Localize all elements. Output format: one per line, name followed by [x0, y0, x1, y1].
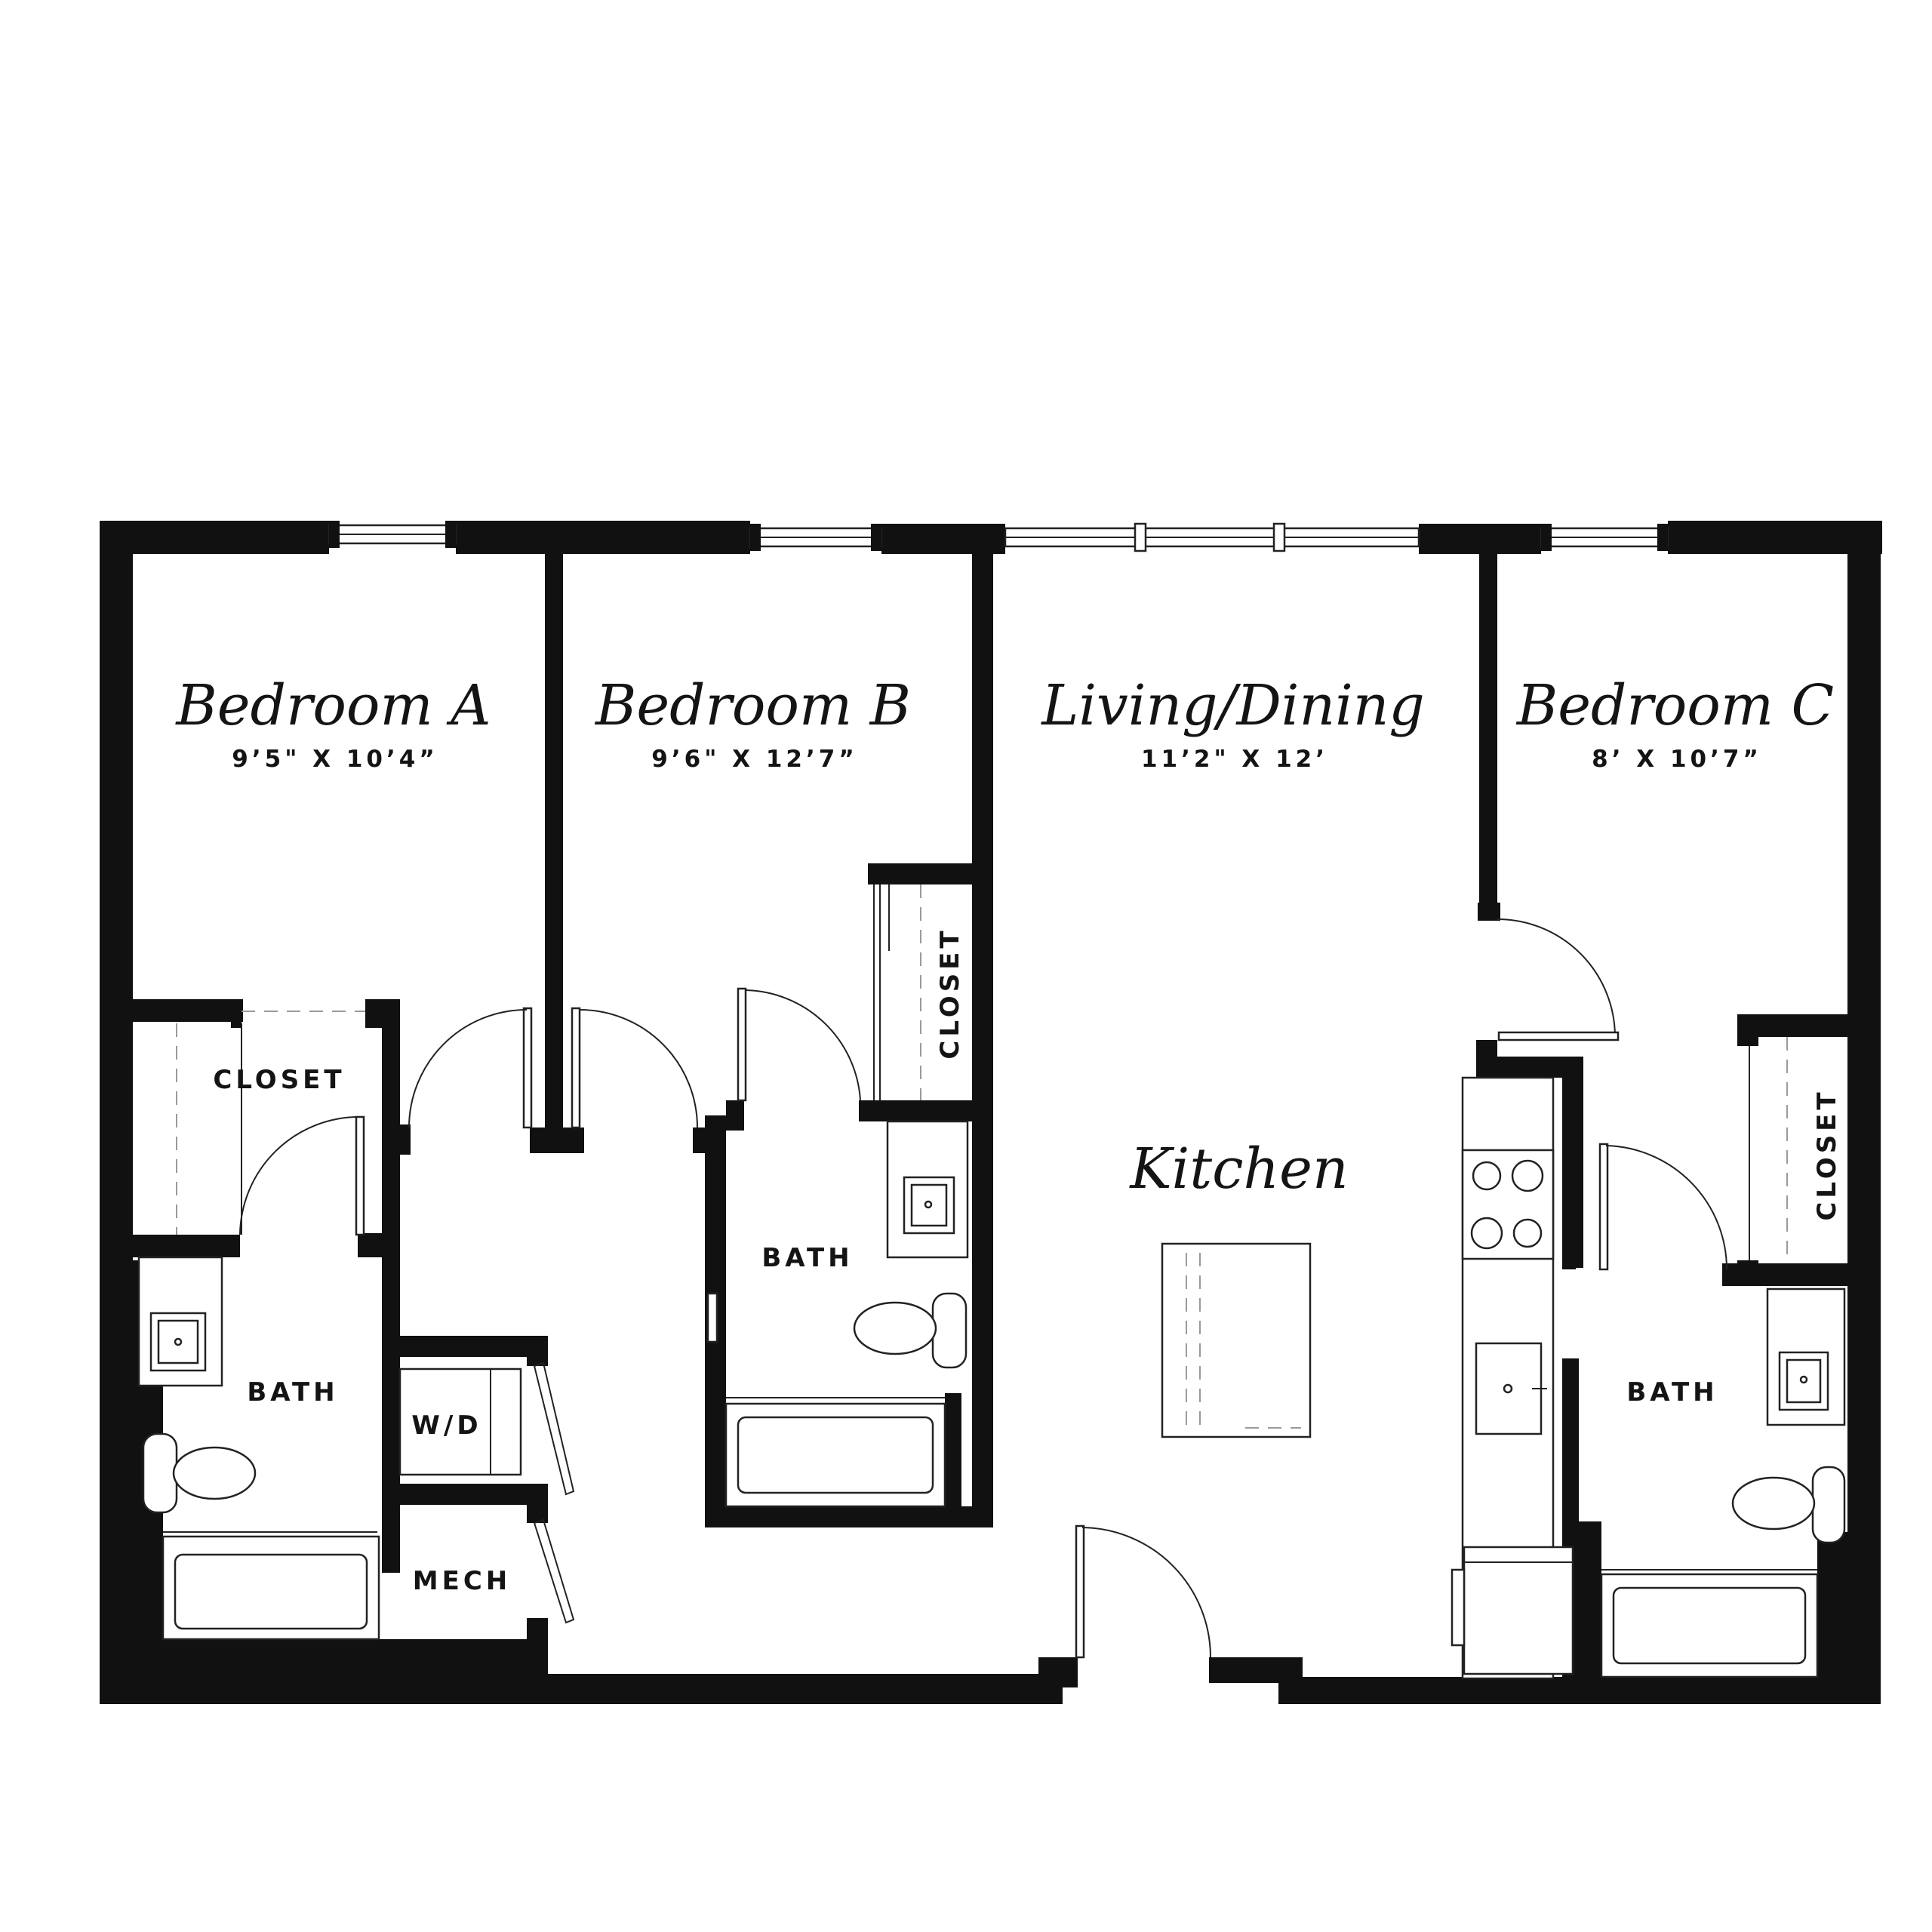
refrigerator-icon	[1463, 1546, 1574, 1675]
label-closet-b: CLOSET	[935, 927, 965, 1059]
room-dims-bedroom-b: 9’6" X 12’7”	[651, 746, 857, 773]
wall-closet-a-top	[133, 999, 243, 1022]
wall-top-1	[100, 521, 329, 554]
wall-closet-a-right	[382, 999, 400, 1573]
wall-wd-top	[400, 1336, 548, 1357]
toilet-icon	[142, 1432, 178, 1514]
wall-top-3	[881, 524, 1005, 554]
room-dims-bedroom-a: 9’5" X 10’4”	[232, 746, 438, 773]
toilet-icon	[931, 1292, 968, 1369]
kitchen-island	[1161, 1242, 1312, 1438]
wall-a-b-divider	[545, 554, 563, 1140]
fixtures	[137, 1076, 1846, 1680]
label-wd: W/D	[411, 1411, 481, 1441]
room-dims-bedroom-c: 8’ X 10’7”	[1592, 746, 1762, 773]
wall-living-c-divider	[1479, 554, 1497, 912]
room-dims-living-dining: 11’2" X 12’	[1141, 746, 1328, 773]
label-mech: MECH	[413, 1566, 511, 1596]
room-name-living-dining: Living/Dining	[1040, 673, 1425, 738]
closet-details	[176, 884, 1788, 1260]
interior-walls	[133, 554, 1847, 1704]
room-name-bedroom-b: Bedroom B	[594, 673, 911, 738]
label-bath-a: BATH	[247, 1377, 338, 1407]
wall-right-lower-thick	[1817, 1532, 1881, 1704]
label-bath-c: BATH	[1626, 1377, 1718, 1407]
entry-jamb-right-2	[1278, 1657, 1303, 1704]
wall-right	[1847, 521, 1881, 1704]
room-name-bedroom-c: Bedroom C	[1515, 673, 1834, 738]
doors	[239, 884, 1727, 1659]
label-bath-b: BATH	[761, 1243, 853, 1273]
wall-wd-mech-divider	[400, 1484, 548, 1505]
exterior-walls	[100, 521, 1882, 1704]
wall-top-5	[1668, 521, 1882, 554]
room-name-kitchen: Kitchen	[1128, 1137, 1348, 1201]
toilet-icon	[1811, 1466, 1846, 1544]
washer-dryer-icon	[398, 1367, 522, 1476]
wall-bottom-1	[100, 1674, 1063, 1704]
room-labels: Bedroom A 9’5" X 10’4” Bedroom B 9’6" X …	[174, 673, 1842, 1596]
label-closet-c: CLOSET	[1812, 1088, 1842, 1220]
label-closet-a: CLOSET	[213, 1065, 345, 1095]
entry-jamb-left	[1038, 1657, 1078, 1687]
wall-b-living-divider	[972, 554, 993, 1527]
wall-top-4	[1419, 524, 1541, 554]
room-name-bedroom-a: Bedroom A	[174, 673, 491, 738]
wall-bottom-left-bump	[133, 1639, 548, 1677]
wall-top-2	[456, 521, 750, 554]
windows	[328, 521, 1669, 552]
